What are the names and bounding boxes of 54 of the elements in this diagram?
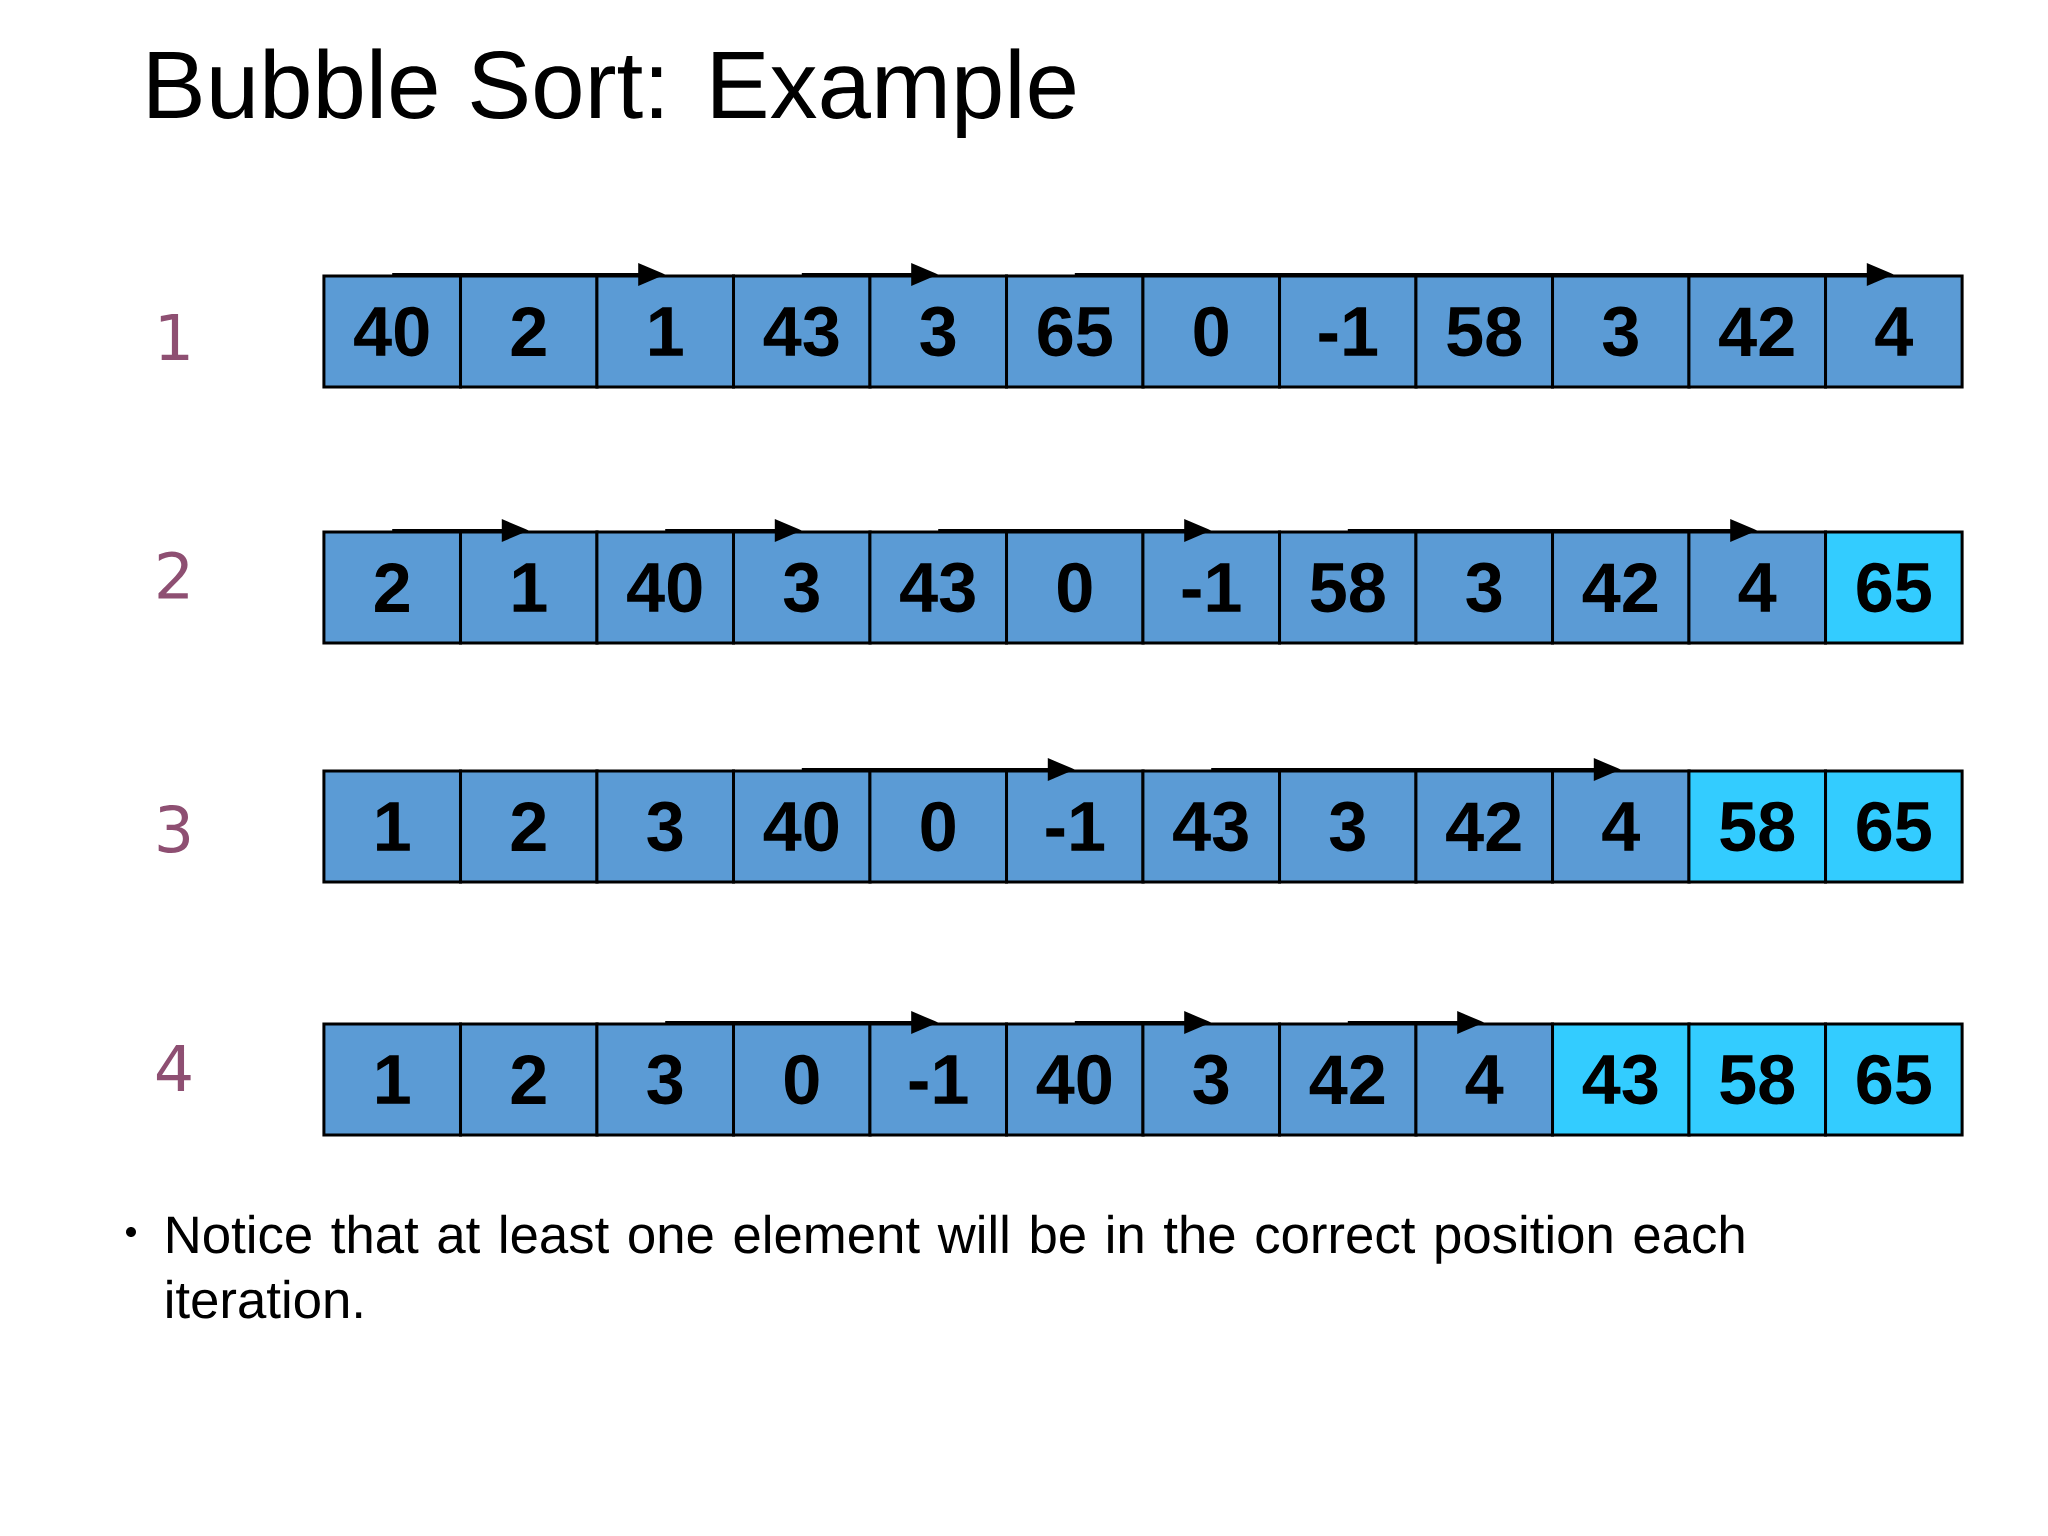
row-number: 3 [158, 805, 190, 853]
array-cell: -1 [1278, 274, 1418, 389]
array-cell: 42 [1278, 1022, 1418, 1137]
array-cell: 3 [1551, 274, 1691, 389]
array-cell: 3 [1141, 1022, 1281, 1137]
array-cell: 65 [1824, 530, 1964, 645]
array-cell: 3 [732, 530, 872, 645]
array-cell: 65 [1005, 274, 1145, 389]
title: Bubble Sort: Example [149, 48, 1075, 138]
array-cell: 4 [1414, 1022, 1554, 1137]
array-cell: 58 [1414, 274, 1554, 389]
array-cell: 1 [322, 1022, 462, 1137]
array-cell: 1 [595, 274, 735, 389]
row-number: 4 [156, 1044, 191, 1092]
array-cell: 1 [322, 769, 462, 884]
array-cell: 0 [1141, 274, 1281, 389]
array-cell: 40 [1005, 1022, 1145, 1137]
array-cell: 43 [1141, 769, 1281, 884]
array-cell: 3 [595, 769, 735, 884]
array-cell: 40 [595, 530, 735, 645]
array-cell: 3 [1278, 769, 1418, 884]
array-cell: 58 [1687, 1022, 1827, 1137]
array-cell: 3 [595, 1022, 735, 1137]
array-cell: 4 [1824, 274, 1964, 389]
array-cell: 3 [868, 274, 1008, 389]
note-text: Notice that at least one element will be in the correct position each iteration. [167, 1214, 1744, 1319]
array-cell: 43 [868, 530, 1008, 645]
array-cell: 65 [1824, 769, 1964, 884]
array-cell: 0 [732, 1022, 872, 1137]
array-cell: 4 [1687, 530, 1827, 645]
array-cell: 2 [459, 1022, 599, 1137]
row-number: 2 [158, 551, 188, 599]
array-cell: -1 [1005, 769, 1145, 884]
array-cell: 4 [1551, 769, 1691, 884]
array-cell: 58 [1687, 769, 1827, 884]
array-cell: 42 [1551, 530, 1691, 645]
array-cell: 2 [459, 769, 599, 884]
array-cell: 0 [868, 769, 1008, 884]
array-cell: 43 [732, 274, 872, 389]
array-cell: 3 [1414, 530, 1554, 645]
array-cell: -1 [868, 1022, 1008, 1137]
array-cell: 0 [1005, 530, 1145, 645]
array-cell: -1 [1141, 530, 1281, 645]
array-cell: 43 [1551, 1022, 1691, 1137]
array-cell: 65 [1824, 1022, 1964, 1137]
array-cell: 42 [1414, 769, 1554, 884]
array-cell: 1 [459, 530, 599, 645]
array-cell: 58 [1278, 530, 1418, 645]
array-cell: 2 [322, 530, 462, 645]
array-cell: 42 [1687, 274, 1827, 389]
array-cell: 40 [322, 274, 462, 389]
row-number: 1 [160, 313, 189, 361]
array-cell: 40 [732, 769, 872, 884]
array-cell: 2 [459, 274, 599, 389]
